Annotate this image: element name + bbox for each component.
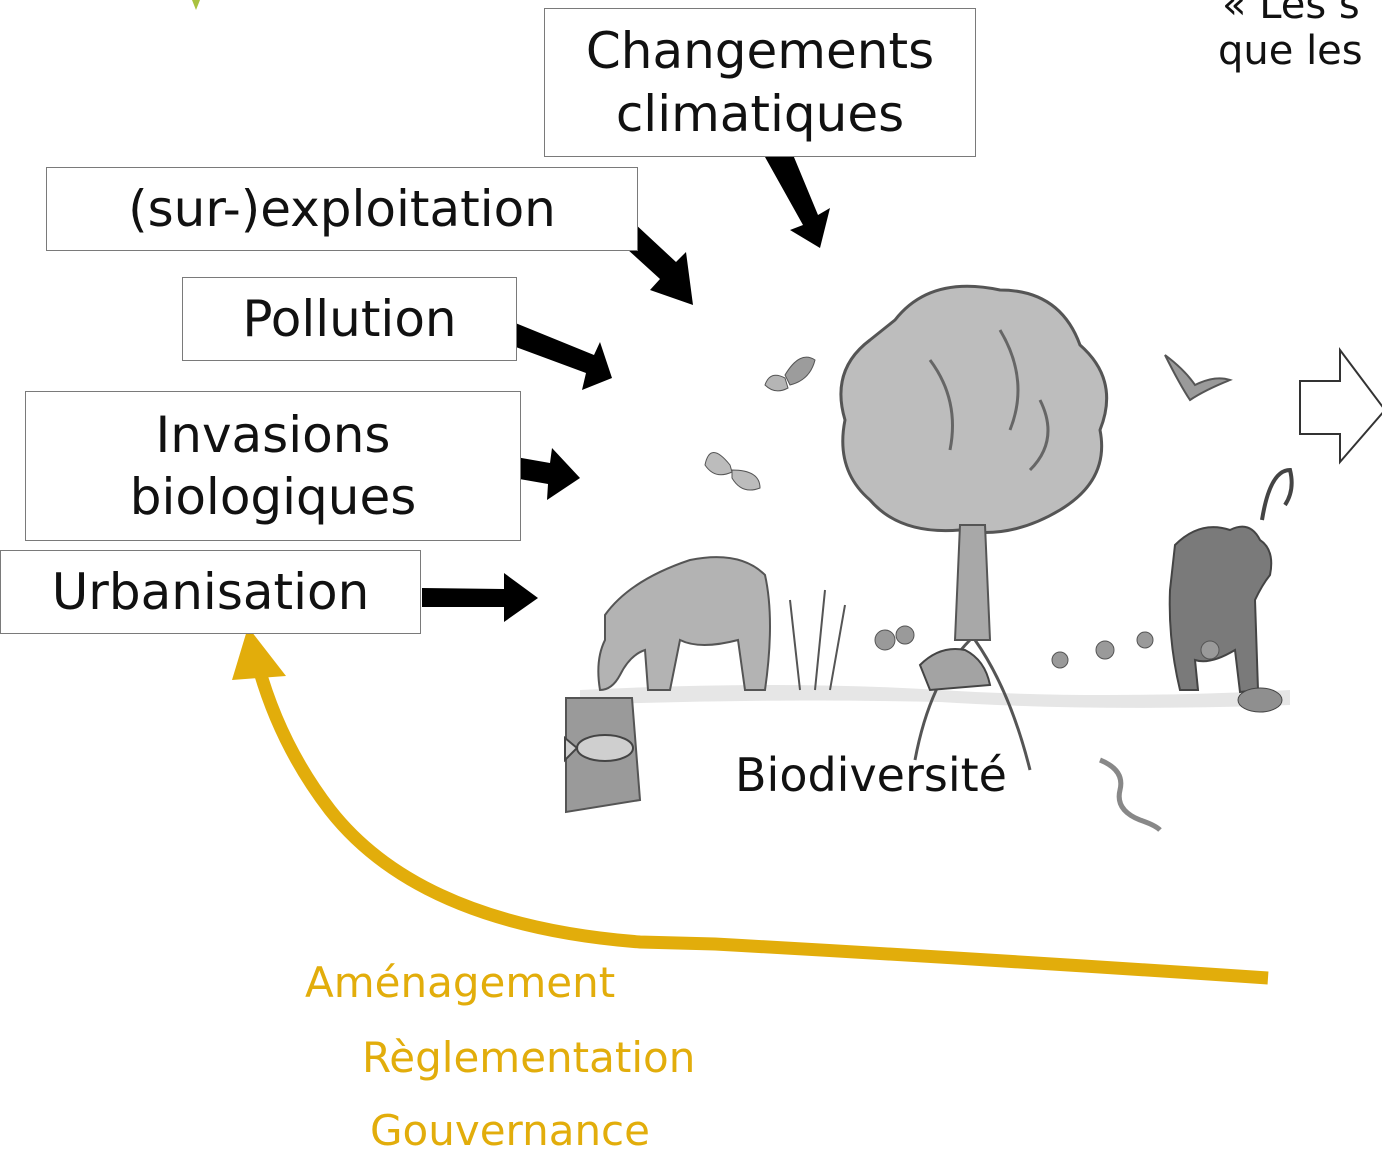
box-exploitation: (sur-)exploitation (46, 167, 638, 251)
outline-arrow-icon (1299, 347, 1382, 465)
box-climat-line-2: climatiques (615, 84, 905, 143)
box-urbanisation: Urbanisation (0, 550, 421, 634)
worm-icon (1099, 757, 1162, 832)
response-amenagement: Aménagement (305, 958, 616, 1007)
box-pollution: Pollution (182, 277, 517, 361)
frog-icon (1237, 687, 1283, 713)
box-invasions-biologiques: Invasions biologiques (25, 391, 521, 541)
flower-icon (789, 589, 1220, 691)
response-reglementation: Règlementation (362, 1033, 696, 1082)
box-invasions-line-1: Invasions (155, 405, 391, 464)
feedback-arrow (232, 627, 1269, 985)
arrow-pollution (497, 318, 612, 390)
box-exploitation-label: (sur-)exploitation (128, 179, 556, 238)
box-invasions-line-2: biologiques (129, 468, 417, 526)
corner-text-line-1: « Les s (1222, 0, 1360, 28)
box-pollution-label: Pollution (242, 289, 457, 348)
box-changements-climatiques: Changements climatiques (544, 8, 976, 157)
box-climat-line-1: Changements (585, 22, 935, 80)
bird-icon (1164, 354, 1233, 402)
mouse-icon (918, 648, 992, 692)
fish-icon (564, 697, 642, 814)
bear-icon (597, 556, 771, 692)
ibex-icon (1168, 467, 1294, 694)
corner-mark-icon (192, 0, 200, 10)
arrow-urbanisation (422, 573, 538, 622)
corner-text-line-2: que les (1218, 28, 1363, 74)
butterfly-icon (704, 356, 816, 491)
biodiversite-label: Biodiversité (735, 748, 1007, 802)
box-urbanisation-label: Urbanisation (51, 562, 370, 621)
response-gouvernance: Gouvernance (370, 1106, 650, 1155)
arrow-climat (760, 133, 830, 248)
